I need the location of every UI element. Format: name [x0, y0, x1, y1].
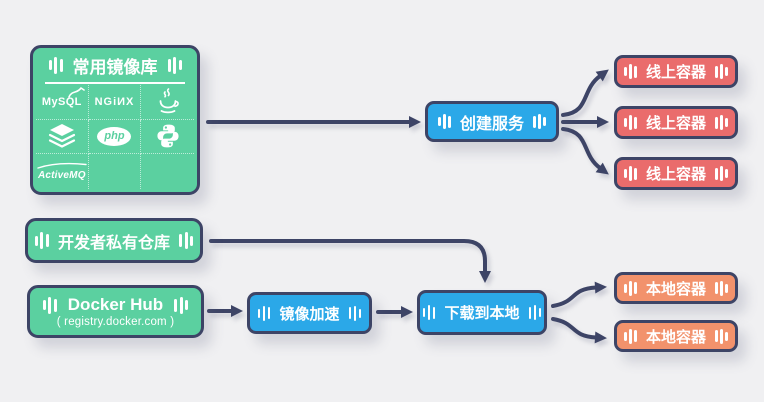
container-bars-icon [257, 305, 271, 321]
logo-java [141, 85, 194, 120]
container-bars-icon [438, 114, 451, 129]
divider [45, 82, 185, 84]
container-bars-icon [422, 305, 436, 320]
download-to-local-box: 下载到本地 [417, 290, 547, 335]
online-container-box-2: 线上容器 [614, 106, 738, 139]
logo-php: php [88, 119, 142, 155]
local-container-box-2: 本地容器 [614, 320, 738, 352]
logo-nginx: NGiИX [88, 85, 142, 120]
container-bars-icon [528, 305, 541, 320]
logo-grid: MySQL NGiИX [36, 85, 194, 189]
java-coffee-cup-icon [159, 88, 179, 114]
container-bars-icon [715, 166, 728, 181]
mirror-accelerate-box: 镜像加速 [247, 292, 372, 334]
arrow-download-to-local-2 [551, 317, 607, 344]
common-image-library-box: 常用镜像库 MySQL NGiИX [30, 45, 200, 195]
container-bars-icon [34, 232, 49, 250]
container-bars-icon [624, 280, 637, 296]
logo-activemq: ActiveMQ [36, 154, 89, 189]
container-bars-icon [715, 115, 728, 130]
container-bars-icon [42, 296, 57, 314]
local-container-box-1: 本地容器 [614, 272, 738, 304]
activemq-swoosh-icon [37, 163, 87, 169]
arrow-create-to-online-3 [561, 127, 609, 175]
mysql-dolphin-icon [67, 87, 85, 98]
container-bars-icon [179, 232, 193, 250]
container-bars-icon [715, 328, 728, 344]
arrow-download-to-local-1 [551, 281, 607, 308]
create-service-box: 创建服务 [425, 101, 559, 142]
online-container-box-3: 线上容器 [614, 157, 738, 190]
arrow-create-to-online-1 [561, 69, 609, 117]
container-bars-icon [624, 328, 637, 344]
online-container-box-1: 线上容器 [614, 55, 738, 88]
grid-cell-empty [89, 154, 142, 189]
library-header: 常用镜像库 [33, 48, 197, 82]
logo-stacked-layers [36, 119, 89, 155]
container-bars-icon [348, 305, 361, 321]
container-bars-icon [174, 296, 189, 314]
container-bars-icon [715, 64, 728, 79]
logo-python [141, 120, 194, 155]
stacked-layers-icon [48, 124, 75, 149]
grid-cell-empty [141, 154, 194, 189]
container-bars-icon [624, 115, 637, 130]
container-bars-icon [533, 114, 546, 129]
container-bars-icon [715, 280, 728, 296]
docker-hub-box: Docker Hub ( registry.docker.com ) [27, 285, 204, 338]
logo-mysql: MySQL [36, 85, 89, 120]
container-bars-icon [48, 56, 63, 74]
arrow-private-repo-to-download [209, 239, 491, 283]
private-repo-box: 开发者私有仓库 [25, 218, 203, 263]
docker-hub-title: Docker Hub [67, 295, 164, 314]
container-bars-icon [624, 166, 637, 181]
library-title: 常用镜像库 [72, 57, 158, 77]
python-snakes-icon [157, 125, 179, 148]
docker-hub-registry-url: ( registry.docker.com ) [56, 316, 175, 328]
container-bars-icon [624, 64, 637, 79]
container-bars-icon [167, 56, 182, 74]
